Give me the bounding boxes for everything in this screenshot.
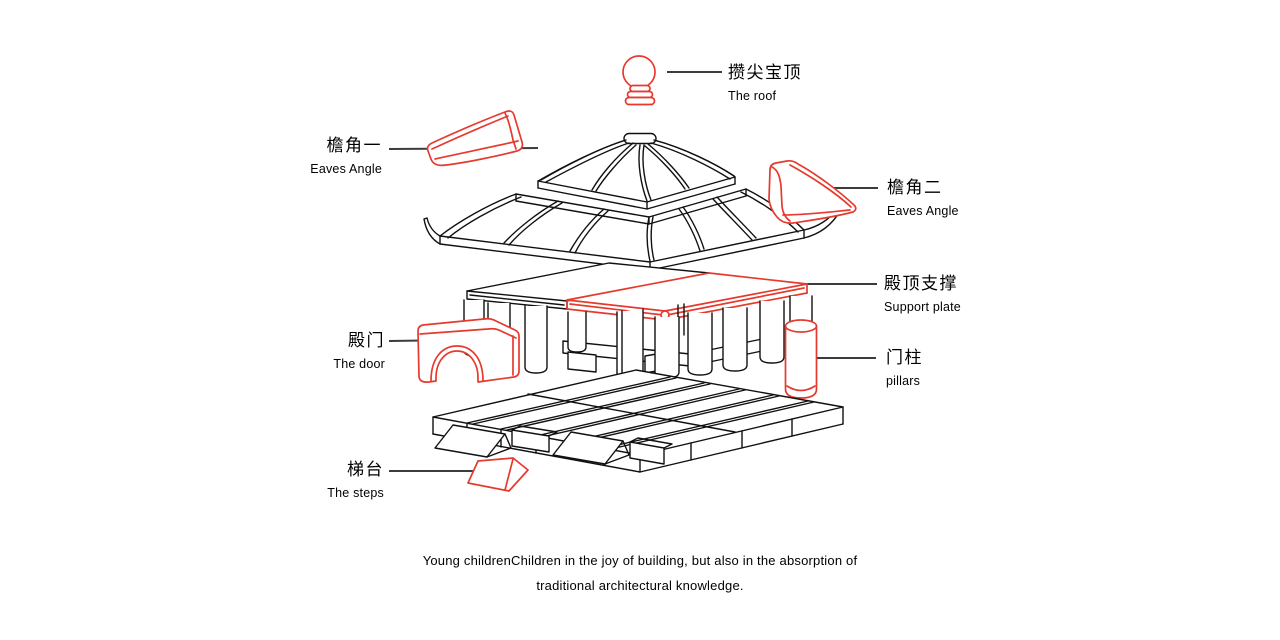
caption-line-1: Young childrenChildren in the joy of bui… xyxy=(422,553,858,568)
callout-pillar-zh: 门柱 xyxy=(886,348,923,367)
callout-support-plate-en: Support plate xyxy=(884,299,961,314)
callout-eaves-left-en: Eaves Angle xyxy=(310,161,382,176)
pillar-piece-red xyxy=(784,319,818,399)
callout-eaves-right-en: Eaves Angle xyxy=(887,203,959,218)
lower-roof-piece xyxy=(423,188,841,271)
callout-eaves-right: 檐角二 Eaves Angle xyxy=(887,178,959,218)
door-piece xyxy=(417,317,520,383)
upper-roof-piece xyxy=(537,132,736,210)
callout-finial-en: The roof xyxy=(728,88,777,103)
callout-pillar-en: pillars xyxy=(886,373,921,388)
callout-finial-zh: 攒尖宝顶 xyxy=(728,63,802,82)
caption: Young childrenChildren in the joy of bui… xyxy=(0,553,1280,593)
callout-eaves-left: 檐角一 Eaves Angle xyxy=(122,136,382,176)
finial-piece xyxy=(622,55,656,106)
callout-door: 殿门 The door xyxy=(125,331,385,371)
callout-door-zh: 殿门 xyxy=(348,331,385,350)
callout-pillar: 门柱 pillars xyxy=(886,348,923,388)
base-platform-piece xyxy=(432,369,844,473)
callout-eaves-right-zh: 檐角二 xyxy=(887,178,943,197)
step-wedge-black-1 xyxy=(434,424,506,458)
callout-door-en: The door xyxy=(333,356,385,371)
callout-eaves-left-zh: 檐角一 xyxy=(326,136,382,155)
callout-steps: 梯台 The steps xyxy=(124,460,384,500)
square-post xyxy=(616,308,644,381)
callout-steps-en: The steps xyxy=(327,485,384,500)
callout-finial: 攒尖宝顶 The roof xyxy=(728,63,802,103)
caption-line-2: traditional architectural knowledge. xyxy=(536,578,744,593)
callout-steps-zh: 梯台 xyxy=(347,460,384,479)
callout-support-plate-zh: 殿顶支撑 xyxy=(884,274,958,293)
callout-support-plate: 殿顶支撑 Support plate xyxy=(884,274,961,314)
eave-left-piece xyxy=(426,110,524,167)
step-wedge-piece xyxy=(467,457,529,492)
eave-right-piece xyxy=(768,159,857,224)
